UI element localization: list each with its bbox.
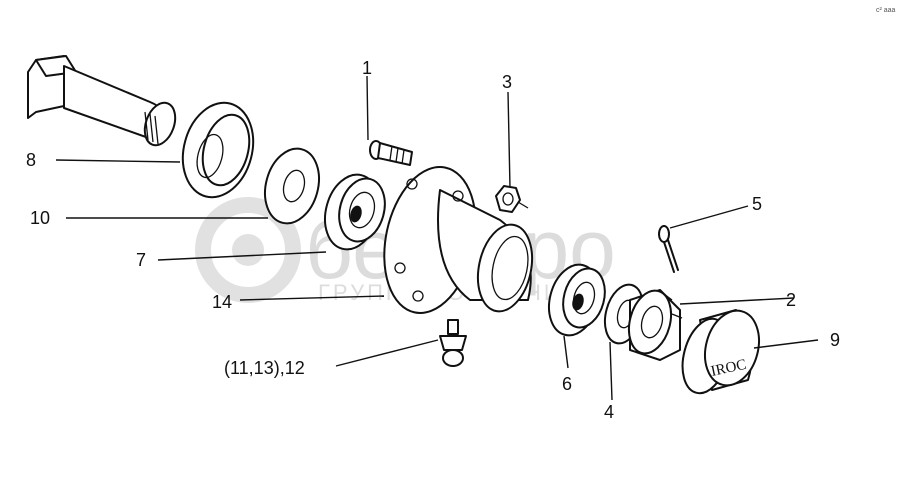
washer-10 [264, 147, 320, 225]
nut-3 [495, 185, 529, 213]
callout-6: 6 [562, 374, 572, 394]
callout-3: 3 [502, 72, 512, 92]
callout-7: 7 [136, 250, 146, 270]
callout-labels: 1 2 3 4 5 6 7 8 9 10 (11,13),12 14 [26, 58, 840, 422]
callout-12: (11,13),12 [224, 358, 305, 378]
spindle [27, 55, 177, 147]
callout-2: 2 [786, 290, 796, 310]
hub-14 [383, 166, 534, 314]
seal-cup-8 [181, 101, 255, 199]
corner-mark: с² ааа [876, 7, 896, 14]
callout-14: 14 [212, 292, 232, 312]
cap-marking: IROC [710, 357, 748, 380]
cotter-pin-5 [658, 225, 679, 273]
leader-lines [55, 75, 819, 401]
callout-10: 10 [30, 208, 50, 228]
callout-5: 5 [752, 194, 762, 214]
callout-9: 9 [830, 330, 840, 350]
callout-4: 4 [604, 402, 614, 422]
callout-8: 8 [26, 150, 36, 170]
castle-nut-2 [627, 289, 683, 361]
bearing-7 [324, 173, 386, 251]
bearing-6 [548, 263, 606, 337]
grease-nipple-12 [439, 319, 467, 367]
bolt-1 [369, 140, 413, 166]
hub-cap-9: IROC [681, 309, 760, 395]
callout-1: 1 [362, 58, 372, 78]
